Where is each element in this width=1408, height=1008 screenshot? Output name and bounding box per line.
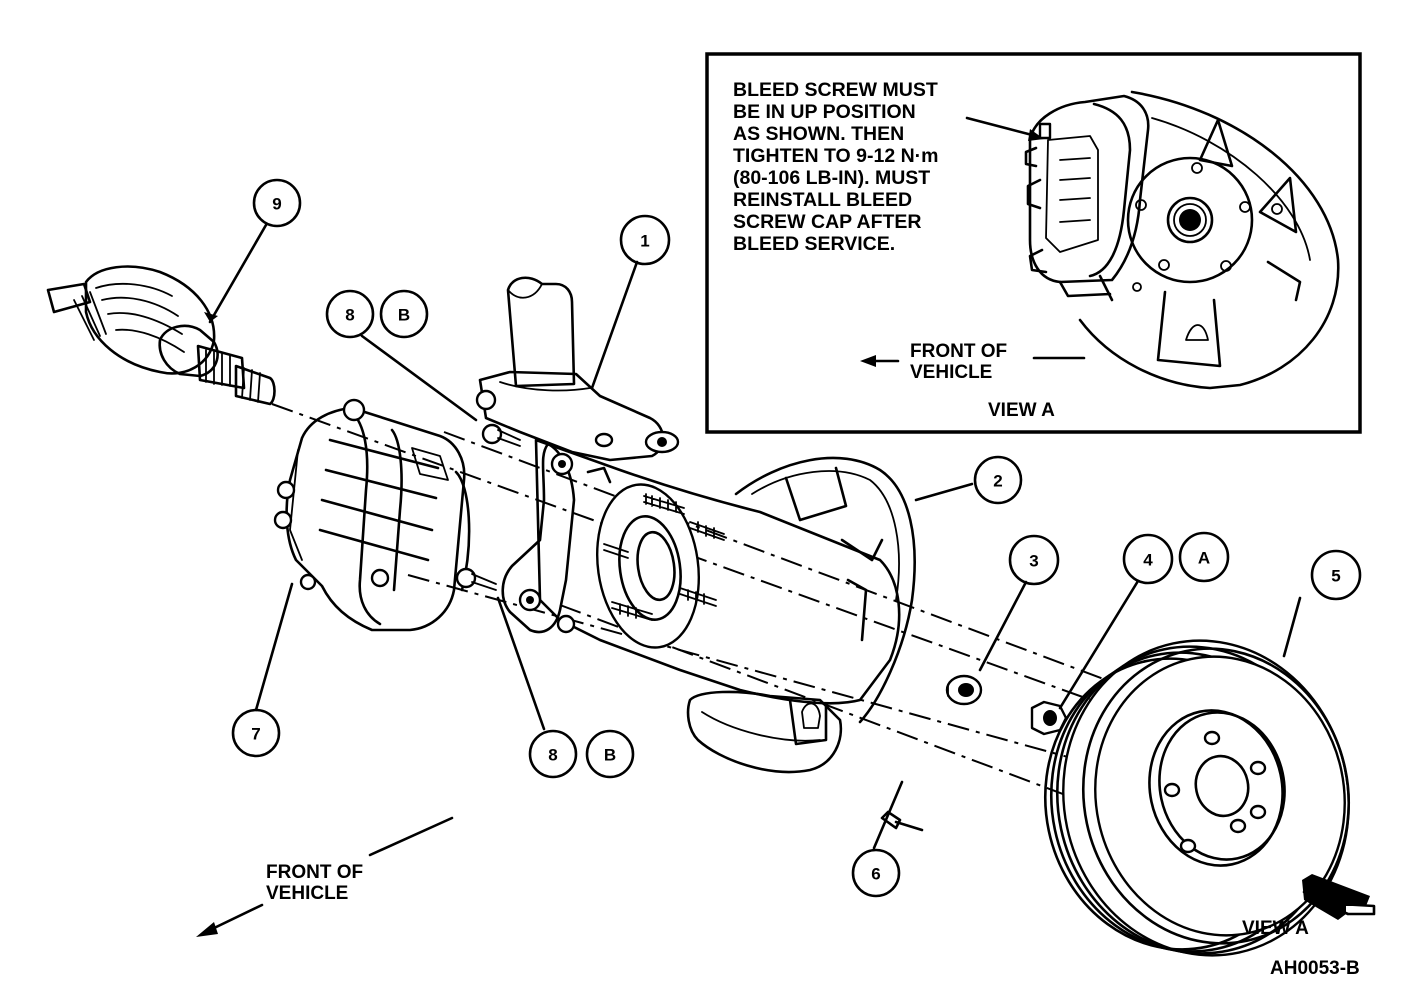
inset-brake-assembly-drawing (1024, 90, 1340, 390)
callout-4-label: 4 (1143, 551, 1153, 570)
callout-leader-lines (204, 223, 1302, 850)
callout-note-a-label: A (1198, 549, 1210, 568)
part-6-screw (880, 810, 924, 832)
callout-1: 1 (619, 214, 671, 266)
view-a-label: VIEW A (1242, 918, 1309, 939)
inset-line-4: TIGHTEN TO 9-12 N·m (733, 145, 939, 167)
front-of-vehicle-label-2: VEHICLE (266, 883, 348, 904)
inset-line-5: (80-106 LB-IN). MUST (733, 167, 930, 189)
hub-flange (595, 483, 701, 649)
callout-5: 5 (1310, 549, 1362, 601)
callout-1-label: 1 (640, 232, 649, 251)
inset-line-1: BLEED SCREW MUST (733, 79, 938, 101)
callout-8-lower-label: 8 (548, 746, 557, 765)
callout-7-label: 7 (251, 725, 260, 744)
inset-front-of-vehicle-indicator: FRONT OF VEHICLE (860, 341, 1086, 383)
part-9-halfshaft-cv-joint (46, 265, 276, 406)
callout-9: 9 (252, 178, 302, 228)
callout-6-label: 6 (871, 865, 880, 884)
part-3-washer (945, 674, 983, 706)
callout-2-label: 2 (993, 472, 1002, 491)
inset-frame (705, 52, 1362, 434)
front-of-vehicle-label-1: FRONT OF (266, 862, 363, 883)
inset-line-3: AS SHOWN. THEN (733, 123, 904, 145)
callout-note-a: A (1178, 531, 1230, 583)
callout-note-b-upper: B (379, 289, 429, 339)
callout-3: 3 (1008, 534, 1060, 586)
inset-line-7: SCREW CAP AFTER (733, 211, 922, 233)
front-of-vehicle-indicator: FRONT OF VEHICLE (196, 816, 454, 937)
inset-line-2: BE IN UP POSITION (733, 101, 916, 123)
figure-id: AH0053-B (1270, 958, 1360, 979)
inset-caliper (1028, 94, 1150, 284)
callout-note-b-lower: B (585, 729, 635, 779)
inset-front-of-label-2: VEHICLE (910, 362, 992, 383)
inset-instruction-text: BLEED SCREW MUST BE IN UP POSITION AS SH… (733, 79, 939, 255)
inset-view-a: BLEED SCREW MUST BE IN UP POSITION AS SH… (705, 52, 1362, 434)
inset-view-a-title: VIEW A (988, 400, 1055, 421)
view-a-arrow (1302, 874, 1376, 920)
callout-2: 2 (973, 455, 1023, 505)
inset-front-of-label-1: FRONT OF (910, 341, 1007, 362)
callout-3-label: 3 (1029, 552, 1038, 571)
inset-dust-shield (1078, 90, 1340, 390)
part-2-dust-shield (686, 456, 916, 774)
callout-6: 6 (851, 848, 901, 898)
callout-4: 4 (1122, 533, 1174, 585)
callout-7: 7 (231, 708, 281, 758)
part-7-brake-caliper (273, 398, 471, 632)
callout-note-b-upper-label: B (398, 306, 410, 325)
inset-line-8: BLEED SERVICE. (733, 233, 895, 255)
callout-note-b-lower-label: B (604, 746, 616, 765)
callout-8-upper: 8 (325, 289, 375, 339)
part-5-brake-rotor (1043, 639, 1351, 957)
inset-hub (1126, 156, 1254, 284)
part-1-steering-knuckle (455, 276, 901, 705)
callout-9-label: 9 (272, 195, 281, 214)
callout-8-upper-label: 8 (345, 306, 354, 325)
callout-5-label: 5 (1331, 567, 1340, 586)
inset-line-6: REINSTALL BLEED (733, 189, 912, 211)
callout-8-lower: 8 (528, 729, 578, 779)
